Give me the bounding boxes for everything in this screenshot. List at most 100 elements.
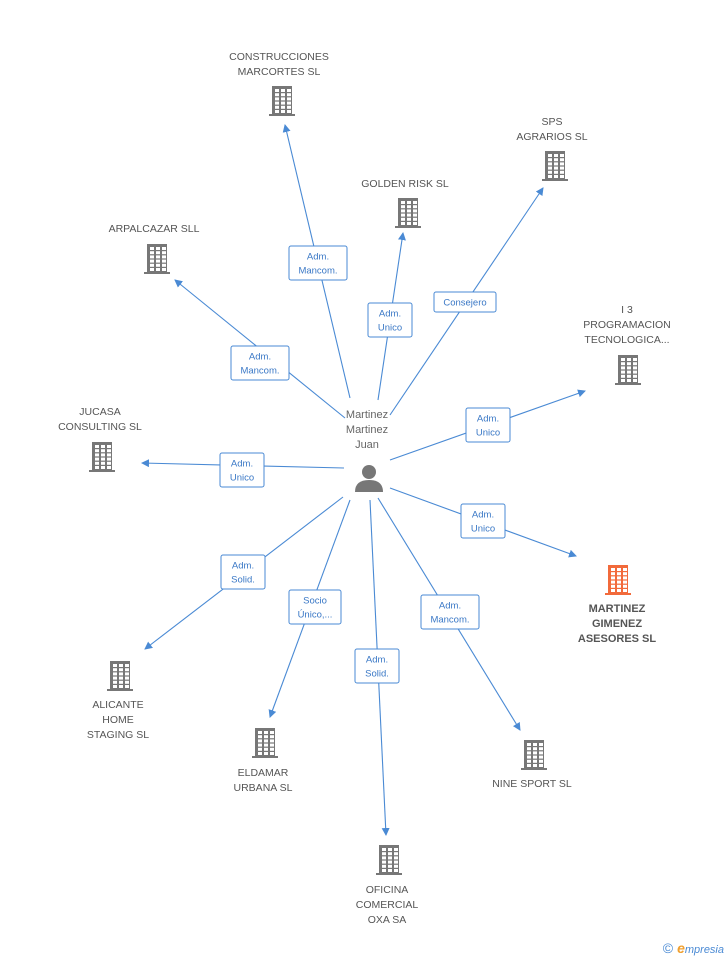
relation-text: Unico [230,473,254,484]
relation-text: Socio [303,596,327,607]
company-name[interactable]: OFICINA [366,884,409,896]
relation-text: Solid. [231,575,255,586]
relation-text: Adm. [366,655,388,666]
relation-text: Solid. [365,669,389,680]
company-name[interactable]: CONSTRUCCIONES [229,51,329,63]
relation-text: Mancom. [298,266,337,277]
relation-badge-construcciones[interactable]: Adm. Mancom. [288,245,348,281]
person-name[interactable]: Martinez [346,409,388,421]
relation-text: Mancom. [240,366,279,377]
building-icon[interactable] [395,198,421,228]
company-name[interactable]: HOME [102,714,134,726]
company-node-alicante[interactable]: ALICANTE HOME STAGING SL [87,661,149,741]
relation-box [288,245,348,281]
company-name[interactable]: CONSULTING SL [58,421,142,433]
company-node-martinez[interactable]: MARTINEZ GIMENEZ ASESORES SL [578,565,657,645]
company-name[interactable]: SPS [541,116,562,128]
brand-name[interactable]: empresia [677,940,724,956]
building-icon[interactable] [107,661,133,691]
edges-layer: Adm.Mancom.Adm.UnicoConsejeroAdm.Mancom.… [141,124,586,836]
company-name[interactable]: JUCASA [79,406,120,418]
relation-badge-nine[interactable]: Adm. Mancom. [420,594,480,630]
building-icon[interactable] [269,86,295,116]
relation-text: Adm. [379,309,401,320]
footer-brand[interactable]: © empresia [663,940,724,956]
relation-text: Adm. [231,459,253,470]
company-name[interactable]: ARPALCAZAR SLL [109,223,200,235]
relation-text: Adm. [472,510,494,521]
relation-text: Único,... [298,610,333,621]
company-name[interactable]: ASESORES SL [578,633,657,645]
relation-badge-arpalcazar[interactable]: Adm. Mancom. [230,345,290,381]
relation-box [460,503,506,539]
relation-text: Unico [378,323,402,334]
company-name[interactable]: TECNOLOGICA... [584,334,669,346]
company-name[interactable]: ELDAMAR [238,767,289,779]
building-icon[interactable] [521,740,547,770]
relation-box [219,452,265,488]
relation-box [367,302,413,338]
company-name[interactable]: GOLDEN RISK SL [361,178,449,190]
relation-badge-sps[interactable]: Consejero [433,291,497,313]
relation-text: Unico [471,524,495,535]
relation-text: Adm. [249,352,271,363]
relation-text: Adm. [439,601,461,612]
building-icon[interactable] [542,151,568,181]
company-node-eldamar[interactable]: ELDAMAR URBANA SL [234,728,293,794]
relation-box [230,345,290,381]
relation-text: Unico [476,428,500,439]
copyright-symbol: © [662,940,674,956]
company-node-i3[interactable]: I 3 PROGRAMACION TECNOLOGICA... [583,304,671,385]
relation-text: Consejero [443,298,486,309]
relation-text: Adm. [307,252,329,263]
company-name[interactable]: MARCORTES SL [238,66,321,78]
company-node-sps[interactable]: SPS AGRARIOS SL [516,116,588,181]
relation-badge-golden[interactable]: Adm. Unico [367,302,413,338]
relation-box [420,594,480,630]
company-name[interactable]: GIMENEZ [592,618,642,630]
building-icon[interactable] [252,728,278,758]
building-icon[interactable] [376,845,402,875]
company-node-oficina[interactable]: OFICINA COMERCIAL OXA SA [356,845,419,926]
company-node-construcciones[interactable]: CONSTRUCCIONES MARCORTES SL [229,51,329,116]
building-icon[interactable] [89,442,115,472]
company-node-jucasa[interactable]: JUCASA CONSULTING SL [58,406,142,472]
relation-text: Adm. [477,414,499,425]
relation-badge-alicante[interactable]: Adm. Solid. [220,554,266,590]
relation-text: Adm. [232,561,254,572]
relation-badge-jucasa[interactable]: Adm. Unico [219,452,265,488]
relation-text: Mancom. [430,615,469,626]
company-name[interactable]: OXA SA [368,914,407,926]
company-name[interactable]: URBANA SL [234,782,293,794]
company-name[interactable]: AGRARIOS SL [516,131,587,143]
company-name[interactable]: COMERCIAL [356,899,419,911]
relation-box [433,291,497,313]
person-icon[interactable] [355,465,383,492]
building-icon[interactable] [605,565,631,595]
building-icon[interactable] [144,244,170,274]
brand-rest: mpresia [684,944,724,956]
relation-badge-martinez[interactable]: Adm. Unico [460,503,506,539]
company-name[interactable]: STAGING SL [87,729,149,741]
company-node-golden[interactable]: GOLDEN RISK SL [361,178,449,228]
relation-box [220,554,266,590]
company-name[interactable]: MARTINEZ [589,603,646,615]
building-icon[interactable] [615,355,641,385]
company-node-arpalcazar[interactable]: ARPALCAZAR SLL [109,223,200,274]
brand-initial: e [677,940,685,956]
relation-badge-eldamar[interactable]: SocioÚnico,... [288,589,342,625]
nodes-layer: CONSTRUCCIONES MARCORTES SL GOLDEN RISK SL… [58,51,671,926]
person-name[interactable]: Juan [355,439,379,451]
relation-box [288,589,342,625]
person-name[interactable]: Martinez [346,424,388,436]
company-name[interactable]: I 3 [621,304,633,316]
company-name[interactable]: PROGRAMACION [583,319,671,331]
relation-box [465,407,511,443]
company-name[interactable]: NINE SPORT SL [492,778,572,790]
relation-badge-i3[interactable]: Adm. Unico [465,407,511,443]
company-name[interactable]: ALICANTE [92,699,143,711]
relation-badge-oficina[interactable]: Adm. Solid. [354,648,400,684]
company-node-nine[interactable]: NINE SPORT SL [492,740,572,790]
